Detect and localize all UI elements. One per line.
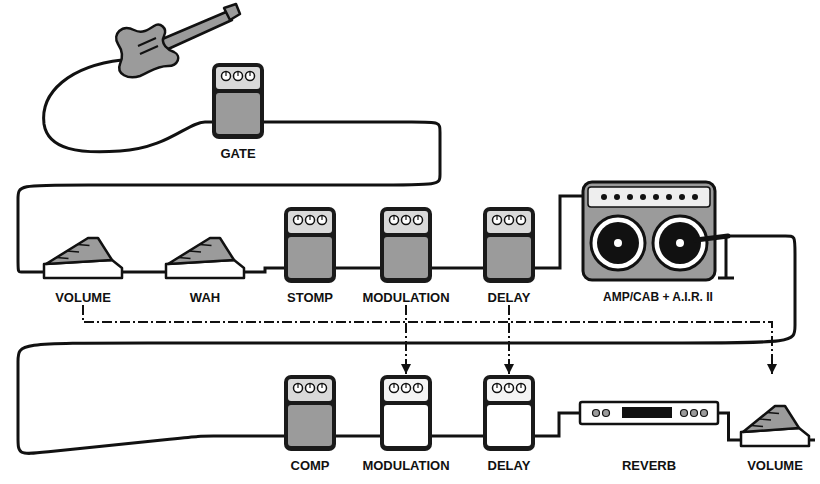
effect-illustration bbox=[205, 56, 271, 140]
jack-lead bbox=[432, 267, 454, 270]
jack-lead bbox=[38, 271, 44, 274]
effect-block: VOLUME bbox=[735, 374, 815, 473]
signal-cable bbox=[542, 413, 576, 436]
effect-block: DELAY bbox=[476, 374, 542, 473]
effect-label: DELAY bbox=[488, 290, 531, 305]
signal-cable bbox=[250, 268, 280, 272]
routing-arrow bbox=[405, 305, 407, 374]
effect-illustration bbox=[476, 204, 542, 284]
effect-block: VOLUME bbox=[38, 204, 128, 305]
jack-lead bbox=[576, 412, 580, 415]
jack-lead bbox=[280, 267, 284, 270]
jack-lead bbox=[809, 439, 815, 442]
routing-arrow bbox=[83, 305, 772, 374]
effect-illustration bbox=[476, 374, 542, 452]
jack-lead bbox=[336, 435, 340, 438]
signal-cable bbox=[454, 435, 476, 438]
jack-lead bbox=[205, 121, 212, 124]
signal-cable bbox=[340, 267, 358, 270]
effect-label: COMP bbox=[291, 458, 330, 473]
jack-lead bbox=[578, 195, 583, 198]
jack-lead bbox=[718, 412, 722, 415]
jack-lead bbox=[432, 435, 454, 438]
jack-lead bbox=[476, 267, 483, 270]
effect-label: DELAY bbox=[488, 458, 531, 473]
effect-illustration bbox=[358, 374, 454, 452]
jack-lead bbox=[160, 271, 166, 274]
effect-label: MODULATION bbox=[362, 458, 449, 473]
jack-lead bbox=[535, 435, 542, 438]
effect-label: MODULATION bbox=[362, 290, 449, 305]
effect-illustration bbox=[38, 204, 128, 284]
effect-block: WAH bbox=[160, 204, 250, 305]
effect-block: STOMP bbox=[280, 204, 340, 305]
effect-block: COMP bbox=[280, 374, 340, 473]
effect-block: GATE bbox=[205, 56, 271, 161]
effect-label: WAH bbox=[190, 290, 220, 305]
effect-label: VOLUME bbox=[747, 458, 803, 473]
effect-label: VOLUME bbox=[55, 290, 111, 305]
jack-lead bbox=[280, 435, 284, 438]
effect-label: AMP/CAB + A.I.R. II bbox=[603, 290, 713, 305]
effect-block: REVERB bbox=[576, 374, 722, 473]
jack-lead bbox=[358, 267, 380, 270]
effect-illustration bbox=[576, 374, 722, 452]
effect-illustration bbox=[280, 374, 340, 452]
jack-lead bbox=[336, 267, 340, 270]
signal-cable bbox=[454, 267, 476, 270]
signal-cable bbox=[722, 413, 735, 440]
effect-label: REVERB bbox=[622, 458, 676, 473]
jack-lead bbox=[264, 121, 271, 124]
effect-illustration bbox=[358, 204, 454, 284]
effect-block: DELAY bbox=[476, 204, 542, 305]
jack-lead bbox=[728, 235, 738, 238]
jack-lead bbox=[476, 435, 483, 438]
signal-cable bbox=[340, 435, 358, 438]
jack-lead bbox=[122, 271, 128, 274]
signal-cable bbox=[542, 196, 578, 268]
effect-block: MODULATION bbox=[358, 374, 454, 473]
effect-block: MODULATION bbox=[358, 204, 454, 305]
effect-illustration bbox=[160, 204, 250, 284]
effect-block: AMP/CAB + A.I.R. II bbox=[578, 180, 738, 305]
jack-lead bbox=[535, 267, 542, 270]
signal-cable bbox=[128, 271, 160, 274]
effect-label: STOMP bbox=[287, 290, 333, 305]
signal-cable bbox=[18, 122, 440, 272]
jack-lead bbox=[358, 435, 380, 438]
jack-lead bbox=[244, 271, 250, 274]
effect-illustration bbox=[578, 180, 738, 284]
routing-arrow bbox=[508, 305, 510, 374]
jack-lead bbox=[735, 439, 741, 442]
effect-illustration bbox=[735, 374, 815, 452]
effect-label: GATE bbox=[220, 146, 255, 161]
effect-illustration bbox=[280, 204, 340, 284]
